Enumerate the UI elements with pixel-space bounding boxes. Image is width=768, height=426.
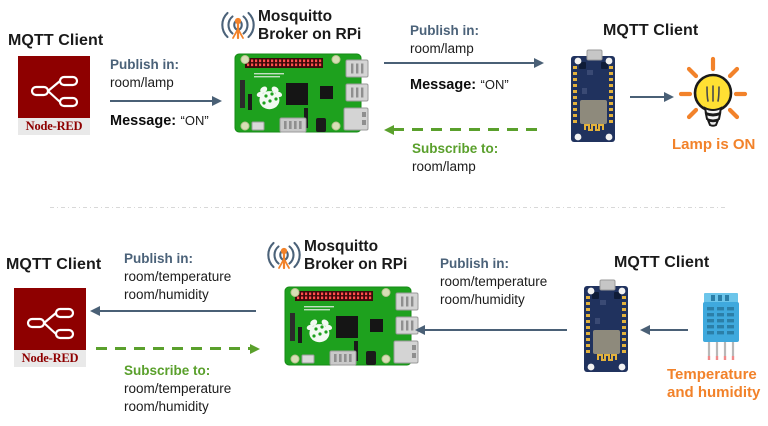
- top-left-publish-block: Publish in: room/lamp: [110, 56, 179, 92]
- top-right-publish-topic-0: room/lamp: [410, 40, 474, 56]
- lamp-status-label: Lamp is ON: [672, 136, 756, 153]
- bottom-right-publish-topic-1: room/humidity: [440, 291, 525, 307]
- top-left-message-head: Message:: [110, 113, 177, 129]
- section-divider: [50, 207, 725, 208]
- sensor-status-label: Temperature and humidity: [667, 366, 760, 402]
- bottom-arrow-subscribe-nodered-to-broker: [96, 344, 260, 354]
- top-right-subscribe-block: Subscribe to: room/lamp: [412, 140, 498, 176]
- node-red-caption: Node-RED: [18, 118, 90, 135]
- node-red-caption-text: Node-RED: [21, 351, 79, 365]
- bottom-right-client-label: MQTT Client: [614, 254, 710, 271]
- bottom-arrow-broker-to-nodered: [90, 306, 256, 316]
- top-right-subscribe-head: Subscribe to:: [412, 141, 499, 156]
- top-arrow-subscribe-nodemcu-to-broker: [384, 125, 544, 135]
- bottom-nodemcu-board: [578, 278, 634, 381]
- top-left-message-value: “ON”: [180, 113, 209, 128]
- top-raspberry-pi-board: [232, 50, 370, 147]
- bottom-left-subscribe-topic-0: room/temperature: [124, 380, 232, 396]
- bottom-right-publish-topic-0: room/temperature: [440, 273, 548, 289]
- bottom-left-publish-topic-1: room/humidity: [124, 286, 209, 302]
- raspberry-pi-illustration: [234, 53, 369, 133]
- node-red-logo: [18, 56, 90, 118]
- bottom-left-subscribe-head: Subscribe to:: [124, 363, 211, 378]
- top-nodemcu-board: [565, 48, 621, 151]
- bottom-left-node-red-device: Node-RED: [14, 288, 86, 367]
- bottom-right-publish-block: Publish in: room/temperature room/humidi…: [440, 255, 547, 308]
- bottom-left-subscribe-block: Subscribe to: room/temperature room/humi…: [124, 362, 231, 415]
- node-red-graph-icon: [30, 75, 79, 108]
- bottom-raspberry-pi-board: [282, 283, 420, 380]
- top-broker-label: Mosquitto Broker on RPi: [258, 8, 361, 43]
- top-right-message-value: “ON”: [480, 77, 509, 92]
- top-arrow-nodered-to-broker: [110, 96, 222, 106]
- sensor-status-line2: and humidity: [667, 384, 761, 401]
- node-red-caption-text: Node-RED: [25, 119, 83, 133]
- top-left-publish-topic-0: room/lamp: [110, 74, 174, 90]
- top-arrow-broker-to-nodemcu: [384, 58, 544, 68]
- top-broker-icon: [216, 8, 260, 47]
- top-right-message-head: Message:: [410, 77, 477, 93]
- bottom-left-subscribe-topic-1: room/humidity: [124, 398, 209, 414]
- bottom-left-publish-head: Publish in:: [124, 251, 193, 266]
- nodemcu-illustration: [571, 49, 615, 142]
- light-bulb-icon: [678, 56, 748, 137]
- bottom-arrow-nodemcu-to-broker: [415, 325, 567, 335]
- bottom-right-publish-head: Publish in:: [440, 256, 509, 271]
- top-broker-label-line2: Broker on RPi: [258, 25, 362, 43]
- node-red-graph-icon: [26, 307, 75, 340]
- top-left-publish-head: Publish in:: [110, 57, 179, 72]
- top-right-message-block: Message: “ON”: [410, 76, 509, 94]
- bottom-broker-label: Mosquitto Broker on RPi: [304, 238, 407, 273]
- top-broker-label-line1: Mosquitto: [258, 8, 333, 25]
- sensor-status-line1: Temperature: [667, 366, 757, 383]
- top-left-client-label: MQTT Client: [8, 32, 104, 49]
- node-red-caption: Node-RED: [14, 350, 86, 367]
- top-right-publish-block: Publish in: room/lamp: [410, 22, 479, 58]
- dht-sensor-icon: [692, 290, 750, 367]
- bottom-broker-label-line2: Broker on RPi: [304, 255, 408, 273]
- top-right-client-label: MQTT Client: [603, 22, 699, 39]
- node-red-logo: [14, 288, 86, 350]
- top-left-node-red-device: Node-RED: [18, 56, 90, 135]
- top-left-message-block: Message: “ON”: [110, 112, 209, 130]
- bottom-broker-label-line1: Mosquitto: [304, 238, 379, 255]
- bottom-left-client-label: MQTT Client: [6, 256, 102, 273]
- bottom-broker-icon: [262, 238, 306, 277]
- bottom-arrow-sensor-to-nodemcu: [640, 325, 688, 335]
- bottom-left-publish-topic-0: room/temperature: [124, 268, 232, 284]
- bottom-left-publish-block: Publish in: room/temperature room/humidi…: [124, 250, 231, 303]
- top-right-publish-head: Publish in:: [410, 23, 479, 38]
- nodemcu-illustration: [584, 279, 628, 372]
- raspberry-pi-illustration: [284, 286, 419, 366]
- top-arrow-nodemcu-to-lamp: [630, 92, 674, 102]
- top-right-subscribe-topic-0: room/lamp: [412, 158, 476, 174]
